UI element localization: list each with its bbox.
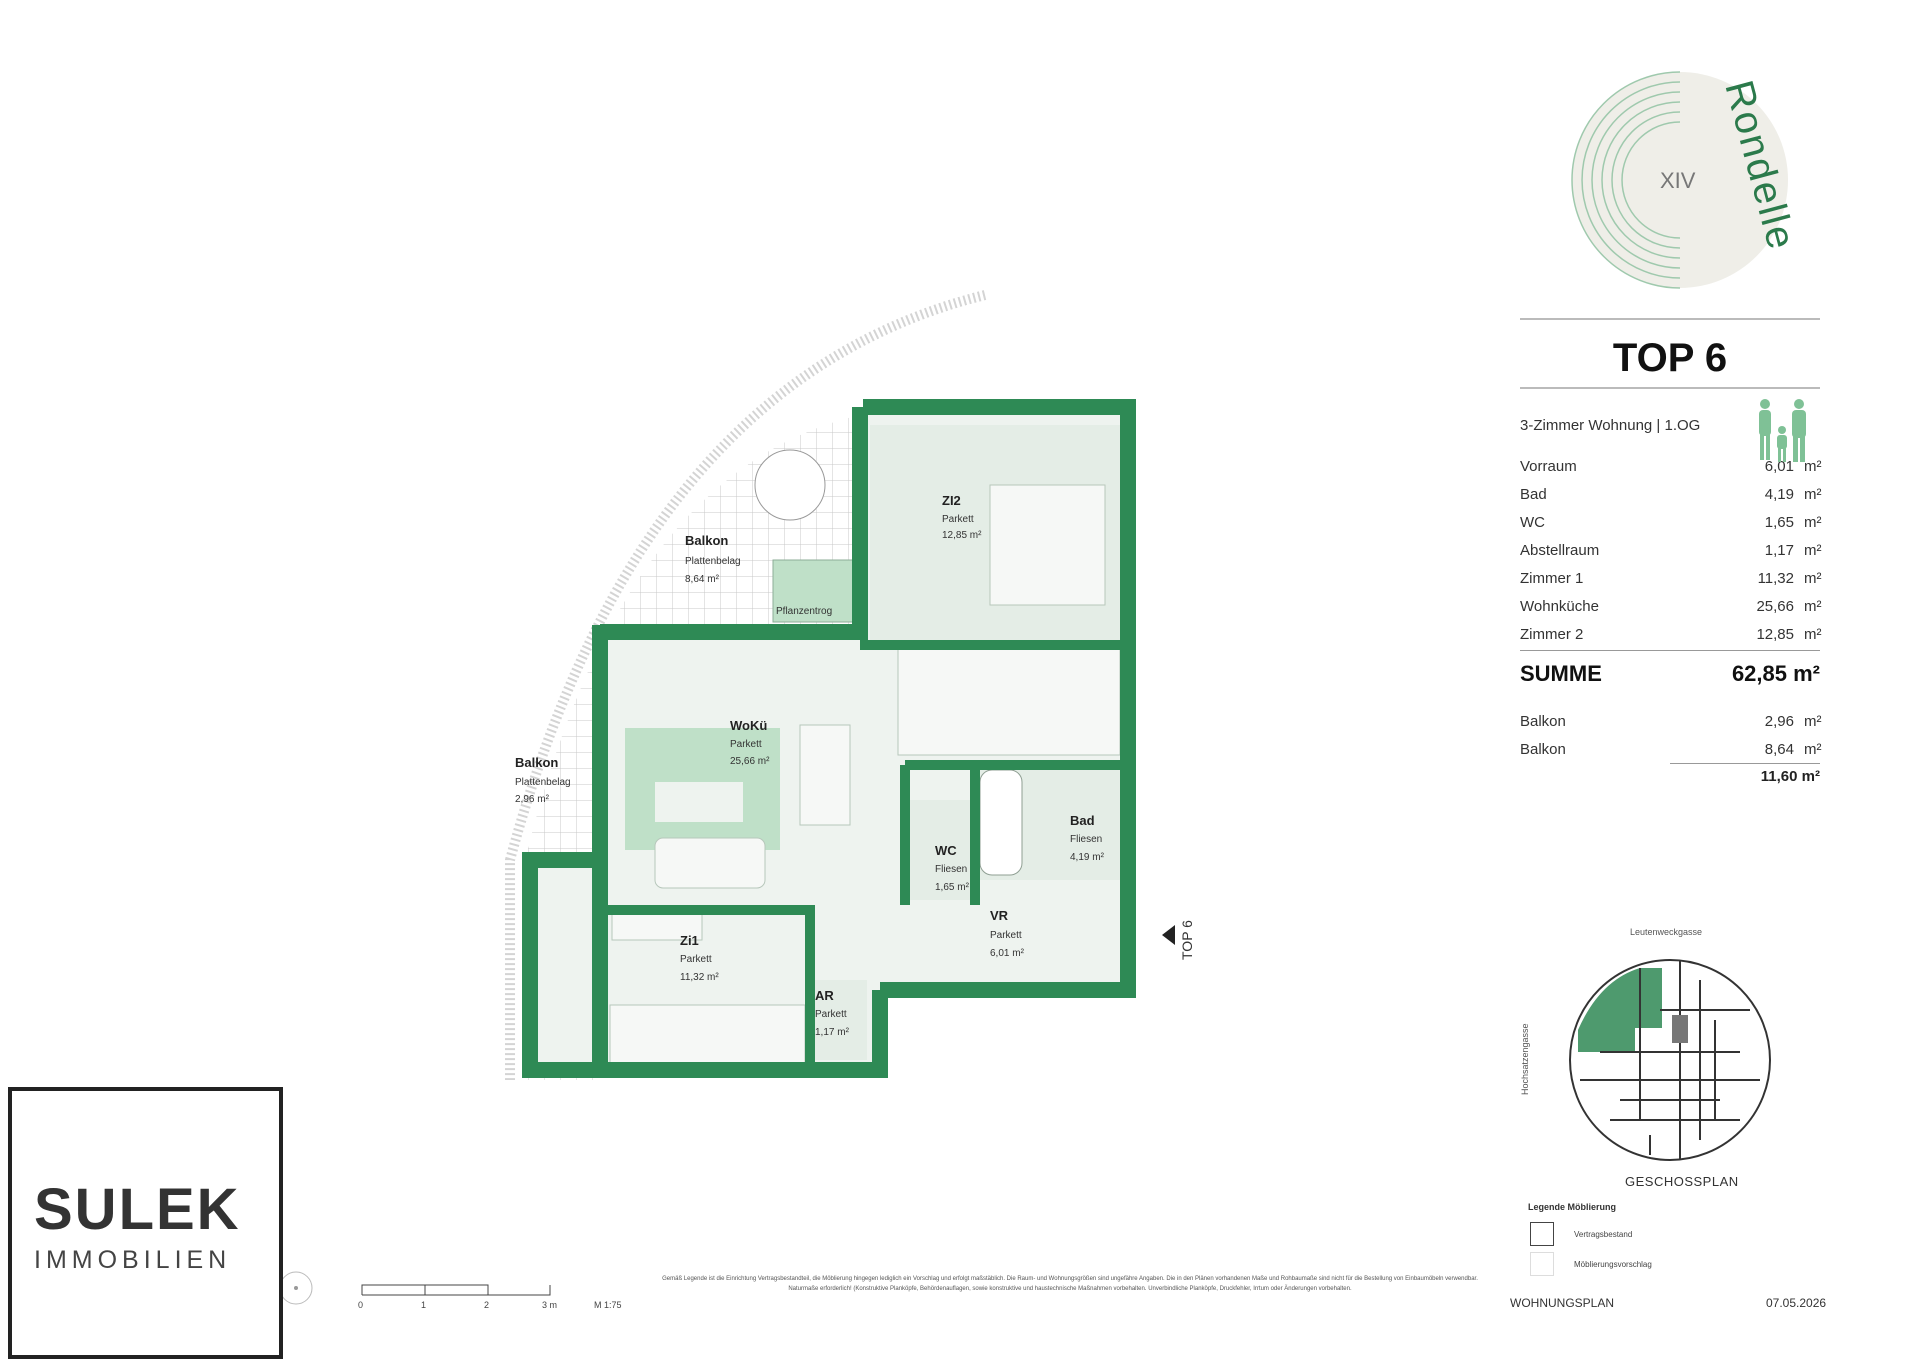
area-ar: 1,17 m² xyxy=(815,1027,850,1038)
sum-row: SUMME 62,85 m² xyxy=(1520,650,1820,691)
disclaimer-text: Gemäß Legende ist die Einrichtung Vertra… xyxy=(662,1276,1478,1292)
floor-woku: Parkett xyxy=(730,739,762,750)
area-bad: 4,19 m² xyxy=(1070,852,1105,863)
floor-plan: ZI2 Parkett 12,85 m² Balkon Plattenbelag… xyxy=(361,290,1195,1296)
legend-swatch-contract xyxy=(1530,1222,1554,1246)
pflanzentrog xyxy=(772,559,854,623)
floor-overview-map xyxy=(1569,959,1771,1161)
legend-item-contract: Vertragsbestand xyxy=(1574,1230,1633,1239)
room-ar xyxy=(805,980,867,1060)
floor-ar: Parkett xyxy=(815,1009,847,1020)
label-pflanzentrog: Pflanzentrog xyxy=(776,606,832,617)
area-wc: 1,65 m² xyxy=(935,882,970,893)
scale-ratio: M 1:75 xyxy=(594,1300,622,1310)
brand-name: SULEK xyxy=(34,1177,241,1242)
bathtub xyxy=(979,769,1023,876)
floor-balkon2: Plattenbelag xyxy=(515,777,571,788)
bed-zi2 xyxy=(989,484,1106,606)
street-left: Hochsatzengasse xyxy=(1520,1023,1530,1095)
floor-zi2: Parkett xyxy=(942,514,974,525)
brand-subtitle: IMMOBILIEN xyxy=(34,1246,232,1274)
brand-logo: SULEK IMMOBILIEN xyxy=(8,1087,283,1359)
north-arrow-icon xyxy=(282,1271,313,1305)
room-wc xyxy=(905,800,970,900)
scale-tick-3: 3 m xyxy=(542,1300,558,1310)
label-balkon1: Balkon xyxy=(685,533,728,548)
area-zi1: 11,32 m² xyxy=(680,972,719,983)
scale-tick-2: 2 xyxy=(484,1300,490,1310)
area-balkon1: 8,64 m² xyxy=(685,574,720,585)
floor-wc: Fliesen xyxy=(935,864,967,875)
legend-swatch-furniture xyxy=(1530,1252,1554,1276)
label-balkon2: Balkon xyxy=(515,755,558,770)
minimap-caption: GESCHOSSPLAN xyxy=(1625,1174,1739,1189)
label-bad: Bad xyxy=(1070,813,1095,828)
entrance-tag: TOP 6 xyxy=(1179,920,1195,960)
legend-item-furniture: Möblierungsvorschlag xyxy=(1574,1260,1652,1269)
sum-value: 62,85 m² xyxy=(1731,661,1820,686)
legend-title: Legende Möblierung xyxy=(1528,1202,1617,1212)
scale-tick-1: 1 xyxy=(421,1300,427,1310)
area-vr: 6,01 m² xyxy=(990,948,1025,959)
outer-wall xyxy=(863,399,1136,998)
scale-bar xyxy=(361,1284,551,1296)
label-zi1: Zi1 xyxy=(680,933,699,948)
street-top: Leutenweckgasse xyxy=(1630,927,1703,937)
plan-type: WOHNUNGSPLAN xyxy=(1510,1296,1615,1310)
label-vr: VR xyxy=(990,908,1009,923)
kitchen-counter xyxy=(897,644,1121,756)
floor-vr: Parkett xyxy=(990,930,1022,941)
family-icon xyxy=(1759,399,1806,462)
floor-balkon1: Plattenbelag xyxy=(685,556,741,567)
bed-zi1 xyxy=(609,1004,806,1066)
area-balkon2: 2,96 m² xyxy=(515,794,550,805)
label-woku: WoKü xyxy=(730,718,767,733)
label-zi2: ZI2 xyxy=(942,493,961,508)
unit-subtitle: 3-Zimmer Wohnung | 1.OG xyxy=(1520,417,1701,434)
floor-zi1: Parkett xyxy=(680,954,712,965)
logo-numeral: XIV xyxy=(1660,168,1696,193)
entrance-arrow-icon xyxy=(1162,925,1175,945)
label-ar: AR xyxy=(815,988,834,1003)
sofa xyxy=(654,837,766,889)
balcony-total: 11,60 m² xyxy=(1670,763,1820,785)
balcony-table xyxy=(754,449,826,521)
balcony-railing xyxy=(505,290,987,1080)
area-woku: 25,66 m² xyxy=(730,756,770,767)
scale-tick-0: 0 xyxy=(358,1300,364,1310)
sum-label: SUMME xyxy=(1520,661,1602,686)
floor-bad: Fliesen xyxy=(1070,834,1102,845)
area-zi2: 12,85 m² xyxy=(942,530,982,541)
label-wc: WC xyxy=(935,843,957,858)
plan-date: 07.05.2026 xyxy=(1766,1296,1827,1310)
rondelle-logo: XIV Rondelle xyxy=(1571,71,1800,289)
unit-title: TOP 6 xyxy=(1612,336,1728,380)
